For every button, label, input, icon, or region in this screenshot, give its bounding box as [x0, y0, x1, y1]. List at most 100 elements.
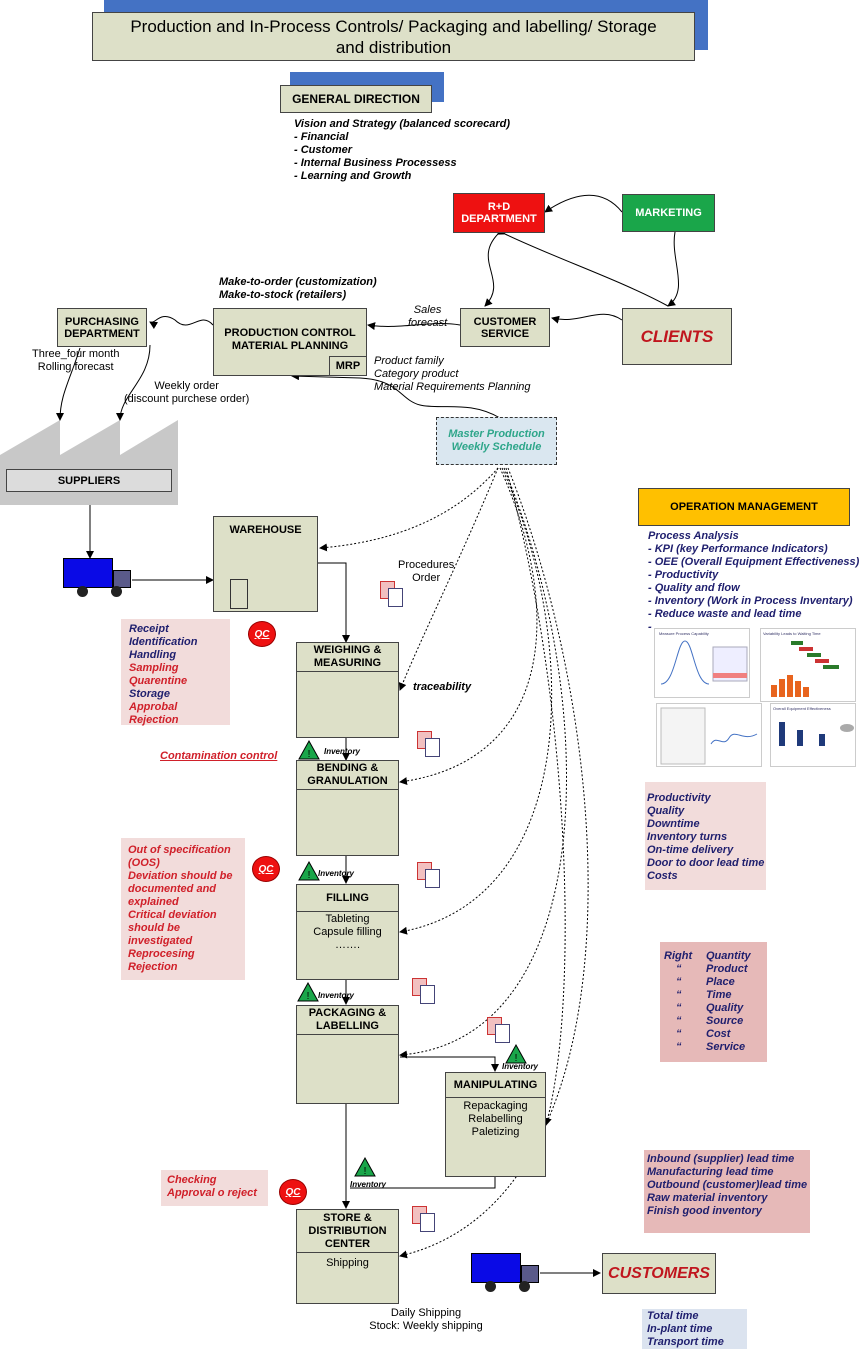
- document-icon: [412, 1206, 436, 1234]
- purchasing-department-box: PURCHASING DEPARTMENT: [57, 308, 147, 347]
- qc-label: QC: [258, 863, 274, 875]
- mrp-box: MRP: [329, 356, 367, 376]
- mps-line1: Master Production: [448, 428, 545, 440]
- filling-line1: Tableting: [325, 913, 370, 925]
- marketing-label: MARKETING: [635, 207, 702, 219]
- checking-line1: Checking: [167, 1174, 217, 1186]
- customer-service-box: CUSTOMER SERVICE: [460, 308, 550, 347]
- store-line3: CENTER: [324, 1237, 371, 1250]
- kpi-panel: [645, 782, 766, 890]
- list-item: (OOS): [128, 857, 160, 869]
- inventory-label: Inventory: [318, 991, 355, 1000]
- filling-box: FILLING Tableting Capsule filling …….: [296, 884, 399, 980]
- list-item: Inventory turns: [647, 831, 728, 843]
- list-item: Door to door lead time: [647, 857, 765, 869]
- inventory-label: Inventory: [502, 1062, 539, 1071]
- kpi-list: Productivity Quality Downtime Inventory …: [647, 792, 764, 883]
- list-item: Total time: [647, 1310, 699, 1322]
- daily-shipping-line2: Stock: Weekly shipping: [369, 1320, 483, 1332]
- warehouse-door: [230, 579, 248, 609]
- weekly-order-line1: Weekly order: [154, 380, 219, 392]
- qc-badge: QC: [252, 856, 280, 882]
- production-control-box: PRODUCTION CONTROL MATERIAL PLANNING MRP: [213, 308, 367, 376]
- make-to-line2: Make-to-stock (retailers): [219, 289, 347, 301]
- oos-panel: [121, 838, 245, 980]
- checking-panel: [161, 1170, 268, 1206]
- svg-text:!: !: [364, 1166, 367, 1177]
- inventory-triangle-icon: !: [298, 860, 320, 886]
- qc-label: QC: [285, 1186, 301, 1198]
- general-direction-list: Vision and Strategy (balanced scorecard)…: [294, 118, 510, 183]
- customer-service-line2: SERVICE: [480, 327, 530, 340]
- master-production-schedule: Master Production Weekly Schedule: [436, 417, 557, 465]
- weighing-line2: MEASURING: [313, 657, 382, 669]
- sales-forecast-note: Sales forecast: [408, 304, 447, 330]
- list-item: explained: [128, 896, 179, 908]
- list-item: Receipt: [129, 623, 169, 635]
- filling-line3: …….: [334, 939, 361, 951]
- suppliers-label: SUPPLIERS: [57, 474, 121, 487]
- store-line2: DISTRIBUTION: [308, 1224, 387, 1237]
- qc-label: QC: [254, 628, 270, 640]
- packaging-line2: LABELLING: [316, 1020, 379, 1032]
- weighing-measuring-box: WEIGHING & MEASURING: [296, 642, 399, 738]
- product-family-line3: Material Requirements Planning: [374, 381, 531, 393]
- purchasing-line1: PURCHASING: [65, 315, 139, 328]
- inventory-label: Inventory: [350, 1180, 387, 1189]
- page-title-line2: and distribution: [335, 37, 452, 57]
- time-panel: [642, 1309, 747, 1349]
- procedures-note: Procedures Order: [398, 559, 454, 585]
- svg-text:!: !: [308, 870, 311, 881]
- list-item: “Cost: [676, 1028, 731, 1040]
- list-item: - Quality and flow: [648, 582, 740, 594]
- mps-line2: Weekly Schedule: [451, 441, 542, 453]
- truck-outbound-icon: [471, 1253, 541, 1293]
- list-item: investigated: [128, 935, 193, 947]
- checking-line2: Approval o reject: [167, 1187, 257, 1199]
- checking-note: Checking Approval o reject: [167, 1174, 257, 1200]
- list-item: - Inventory (Work in Process Inventary): [648, 595, 853, 607]
- right-panel: [660, 942, 767, 1062]
- list-item: Identification: [129, 636, 198, 648]
- list-item: Transport time: [647, 1336, 724, 1348]
- list-item: “Quality: [676, 1002, 744, 1014]
- lead-time-list: Inbound (supplier) lead time Manufacturi…: [647, 1153, 807, 1218]
- bending-granulation-box: BENDING & GRANULATION: [296, 760, 399, 856]
- weekly-order-line2: (discount purchese order): [124, 393, 250, 405]
- inventory-label: Inventory: [318, 869, 355, 878]
- list-item: - OEE (Overall Equipment Effectiveness): [648, 556, 860, 568]
- bending-line2: GRANULATION: [307, 775, 388, 787]
- marketing-box: MARKETING: [622, 194, 715, 232]
- list-item: On-time delivery: [647, 844, 734, 856]
- receipt-panel: [121, 619, 230, 725]
- store-line1: STORE &: [323, 1211, 372, 1224]
- list-item: Reprocesing: [128, 948, 195, 960]
- list-item: “Source: [676, 1015, 744, 1027]
- list-item: - Reduce waste and lead time: [648, 608, 802, 620]
- weighing-line1: WEIGHING &: [313, 644, 382, 656]
- customers-box: CUSTOMERS: [602, 1253, 716, 1294]
- svg-text:!: !: [515, 1053, 518, 1064]
- manipulating-line3: Paletizing: [471, 1126, 520, 1138]
- list-item: Sampling: [129, 662, 179, 674]
- rolling-forecast-line1: Three_four month: [32, 348, 120, 360]
- list-item: Quality: [647, 805, 685, 817]
- list-item: Inbound (supplier) lead time: [647, 1153, 795, 1165]
- general-direction-label: GENERAL DIRECTION: [292, 92, 420, 106]
- manipulating-label: MANIPULATING: [453, 1079, 538, 1091]
- document-icon: [417, 862, 441, 890]
- inventory-triangle-icon: !: [505, 1043, 527, 1069]
- general-direction-heading: Vision and Strategy (balanced scorecard): [294, 118, 510, 130]
- list-item: Costs: [647, 870, 678, 882]
- receipt-list: Receipt Identification Handling Sampling…: [129, 623, 197, 727]
- list-item: - KPI (key Performance Indicators): [648, 543, 828, 555]
- svg-text:!: !: [307, 991, 310, 1002]
- list-item: Handling: [129, 649, 177, 661]
- rolling-forecast-line2: Rolling forecast: [37, 361, 114, 373]
- qc-badge: QC: [279, 1179, 307, 1205]
- inventory-triangle-icon: !: [297, 981, 319, 1007]
- list-item: documented and: [128, 883, 217, 895]
- production-control-line2: MATERIAL PLANNING: [231, 340, 349, 352]
- operation-management-box: OPERATION MANAGEMENT: [638, 488, 850, 526]
